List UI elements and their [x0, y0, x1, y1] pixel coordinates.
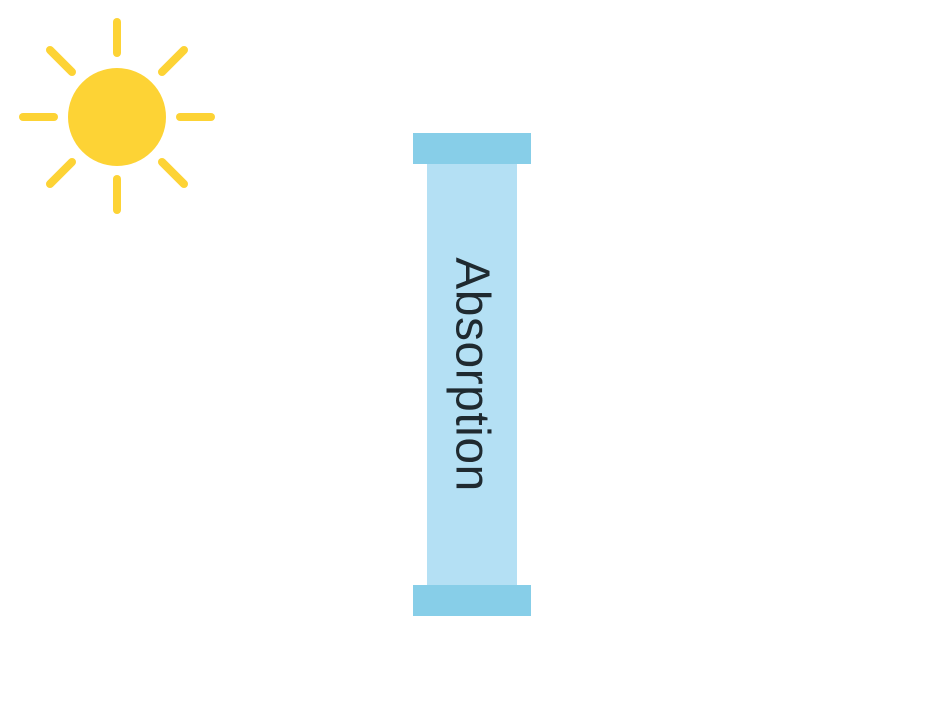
column-label-container: Absorption — [427, 164, 517, 585]
column-top-cap — [413, 133, 531, 164]
absorption-column: Absorption — [413, 133, 531, 616]
column-bottom-cap — [413, 585, 531, 616]
sun-icon — [19, 18, 215, 214]
column-label: Absorption — [445, 257, 499, 492]
column-tube — [427, 164, 517, 585]
